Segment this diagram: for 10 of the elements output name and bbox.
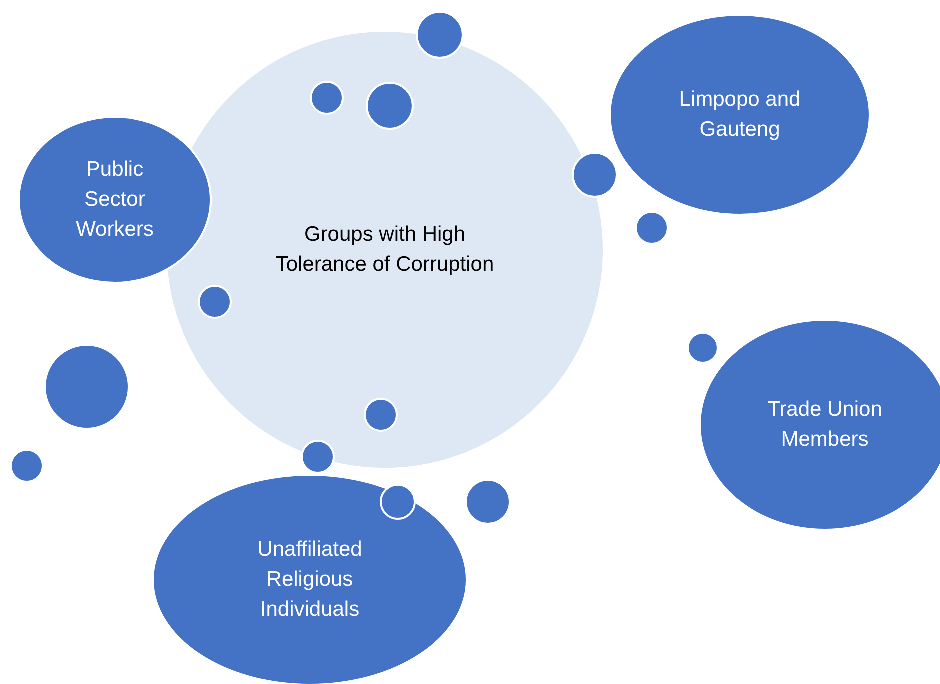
node-label: Unaffiliated Religious Individuals: [256, 537, 364, 623]
bubble-circle: [364, 398, 398, 432]
bubble-circle: [380, 484, 416, 520]
node-label: Public Sector Workers: [75, 157, 155, 243]
bubble-circle: [198, 285, 232, 319]
bubble-circle: [366, 82, 414, 130]
node-label: Trade Union Members: [766, 397, 884, 453]
node-label: Groups with High Tolerance of Corruption: [274, 222, 496, 278]
node-label: Limpopo and Gauteng: [678, 87, 802, 143]
bubble-circle: [310, 81, 344, 115]
